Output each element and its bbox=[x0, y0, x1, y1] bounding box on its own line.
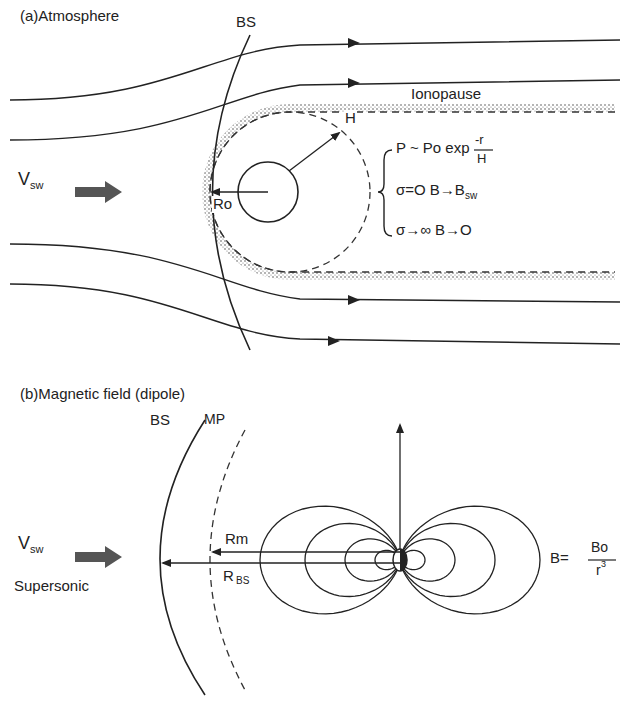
ionopause-line bbox=[210, 112, 615, 272]
panel-title: (b)Magnetic field (dipole) bbox=[20, 386, 185, 403]
formula: σ=O B→B bbox=[396, 182, 465, 199]
fraction-bar bbox=[474, 149, 493, 150]
velocity-symbol: V bbox=[18, 534, 30, 554]
dipole-axis bbox=[399, 425, 400, 560]
fraction-denominator: H bbox=[477, 152, 486, 166]
fraction-denominator: r bbox=[596, 563, 601, 578]
field-line bbox=[400, 524, 495, 597]
bow-shock-distance bbox=[163, 562, 400, 563]
formula: σ→∞ B→O bbox=[396, 222, 472, 239]
subscript: sw bbox=[30, 543, 43, 555]
distance-label: R bbox=[222, 568, 235, 585]
field-line bbox=[400, 539, 455, 581]
subscript: sw bbox=[30, 179, 43, 191]
ionopause-label: Ionopause bbox=[410, 86, 482, 103]
panel-title: (a)Atmosphere bbox=[20, 8, 119, 25]
radius-arrow bbox=[212, 191, 268, 192]
bow-shock-label: BS bbox=[236, 14, 256, 31]
magnetopause bbox=[210, 430, 245, 690]
radius-label: Ro bbox=[212, 196, 233, 213]
formula: P ~ Po exp bbox=[396, 140, 470, 157]
solar-wind-arrow bbox=[75, 546, 122, 568]
superscript: 3 bbox=[601, 560, 606, 570]
bow-shock-label: BS bbox=[150, 412, 170, 429]
flow-arrowheads bbox=[328, 38, 360, 346]
field-line bbox=[260, 506, 400, 614]
bow-shock bbox=[160, 420, 205, 695]
subscript: sw bbox=[465, 190, 477, 201]
scale-height-arrow bbox=[289, 133, 339, 171]
field-line bbox=[345, 539, 400, 581]
velocity-symbol: V bbox=[18, 170, 30, 190]
field-line bbox=[400, 506, 540, 614]
brace bbox=[378, 150, 392, 236]
regime-label: Supersonic bbox=[14, 578, 89, 595]
fraction-numerator: -r bbox=[475, 133, 484, 147]
magnetopause-distance bbox=[213, 551, 400, 552]
scale-height-label: H bbox=[344, 110, 357, 127]
formula: B= bbox=[550, 550, 569, 567]
stipple-band bbox=[202, 104, 615, 280]
fraction-numerator: Bo bbox=[591, 540, 608, 555]
magnetopause-label: MP bbox=[204, 412, 225, 427]
distance-label: Rm bbox=[224, 531, 249, 548]
subscript: BS bbox=[235, 575, 250, 586]
solar-wind-arrow bbox=[75, 181, 122, 203]
field-line bbox=[305, 524, 400, 597]
streamlines bbox=[10, 40, 620, 344]
